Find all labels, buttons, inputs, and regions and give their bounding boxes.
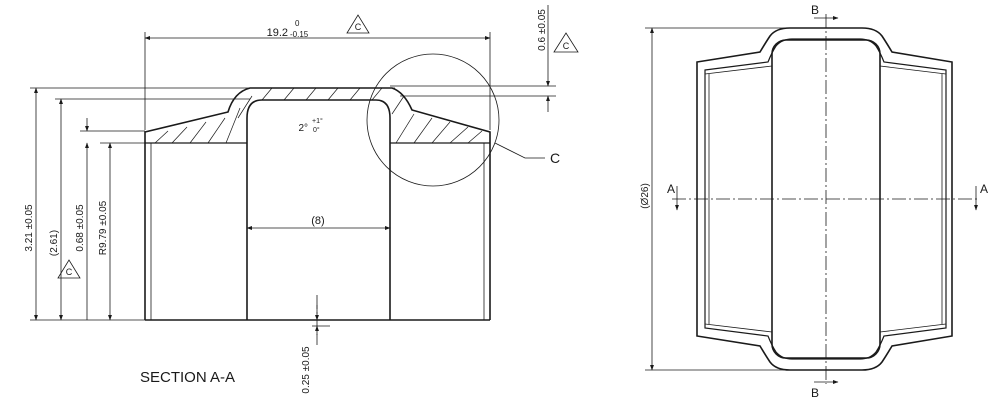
svg-text:C: C (563, 41, 570, 51)
dim-overall-width-value: 19.2 (267, 27, 288, 39)
top-view: A A B B (Ø26) (640, 3, 988, 400)
dim-angle-tol-lower: 0° (313, 126, 320, 134)
dim-radius: R9.79 ±0.05 (98, 200, 109, 255)
critical-marker-triangle: C (346, 14, 370, 34)
dim-overall-width-tol-upper: 0 (295, 19, 300, 28)
dim-top-offset: 0.6 ±0.05 C (390, 5, 579, 112)
top-view-inner-outline (704, 38, 947, 360)
dim-flange: 0.68 ±0.05 (75, 204, 86, 252)
svg-text:A: A (980, 182, 988, 196)
dim-angle: 2° +1° 0° (298, 117, 323, 134)
dim-inner: (8) (246, 215, 391, 230)
cut-marker-a-left: A (667, 182, 679, 211)
section-view: 19.2 0 -0.15 C 0.6 ±0.05 C 2° +1° 0° (24, 5, 579, 394)
svg-text:C: C (355, 22, 362, 32)
dim-top-offset-value: 0.6 ±0.05 (537, 9, 548, 51)
svg-text:A: A (667, 182, 675, 196)
detail-c-label: C (550, 150, 560, 166)
dim-angle-value: 2° (298, 123, 308, 134)
top-view-outline (696, 27, 953, 371)
svg-text:B: B (811, 386, 819, 400)
dim-overall-width: 19.2 0 -0.15 C (144, 14, 491, 130)
detail-c-callout: C (366, 53, 560, 187)
left-dimensions: 3.21 ±0.05 (2.61) C 0.68 ±0.05 R9.79 ±0.… (24, 87, 395, 321)
section-hatching (154, 87, 483, 144)
dim-wall: 0.25 ±0.05 (301, 305, 330, 394)
dim-inner-value: (8) (311, 215, 324, 227)
svg-text:B: B (811, 3, 819, 17)
cut-marker-b-top: B (811, 3, 839, 20)
dim-angle-tol-upper: +1° (312, 117, 323, 125)
dim-overall-width-tol-lower: -0.15 (290, 30, 309, 39)
dim-wall-value: 0.25 ±0.05 (301, 346, 312, 394)
cut-marker-b-bottom: B (811, 380, 839, 400)
dim-height-ref: (2.61) (49, 230, 60, 256)
section-label: SECTION A-A (140, 369, 235, 386)
svg-text:C: C (66, 267, 73, 277)
critical-marker-triangle: C (553, 32, 579, 53)
dim-diameter: (Ø26) (640, 27, 790, 371)
cut-marker-a-right: A (974, 182, 988, 211)
dim-diameter-value: (Ø26) (640, 183, 651, 209)
dim-height-total: 3.21 ±0.05 (24, 204, 35, 252)
critical-marker-triangle: C (57, 259, 81, 279)
